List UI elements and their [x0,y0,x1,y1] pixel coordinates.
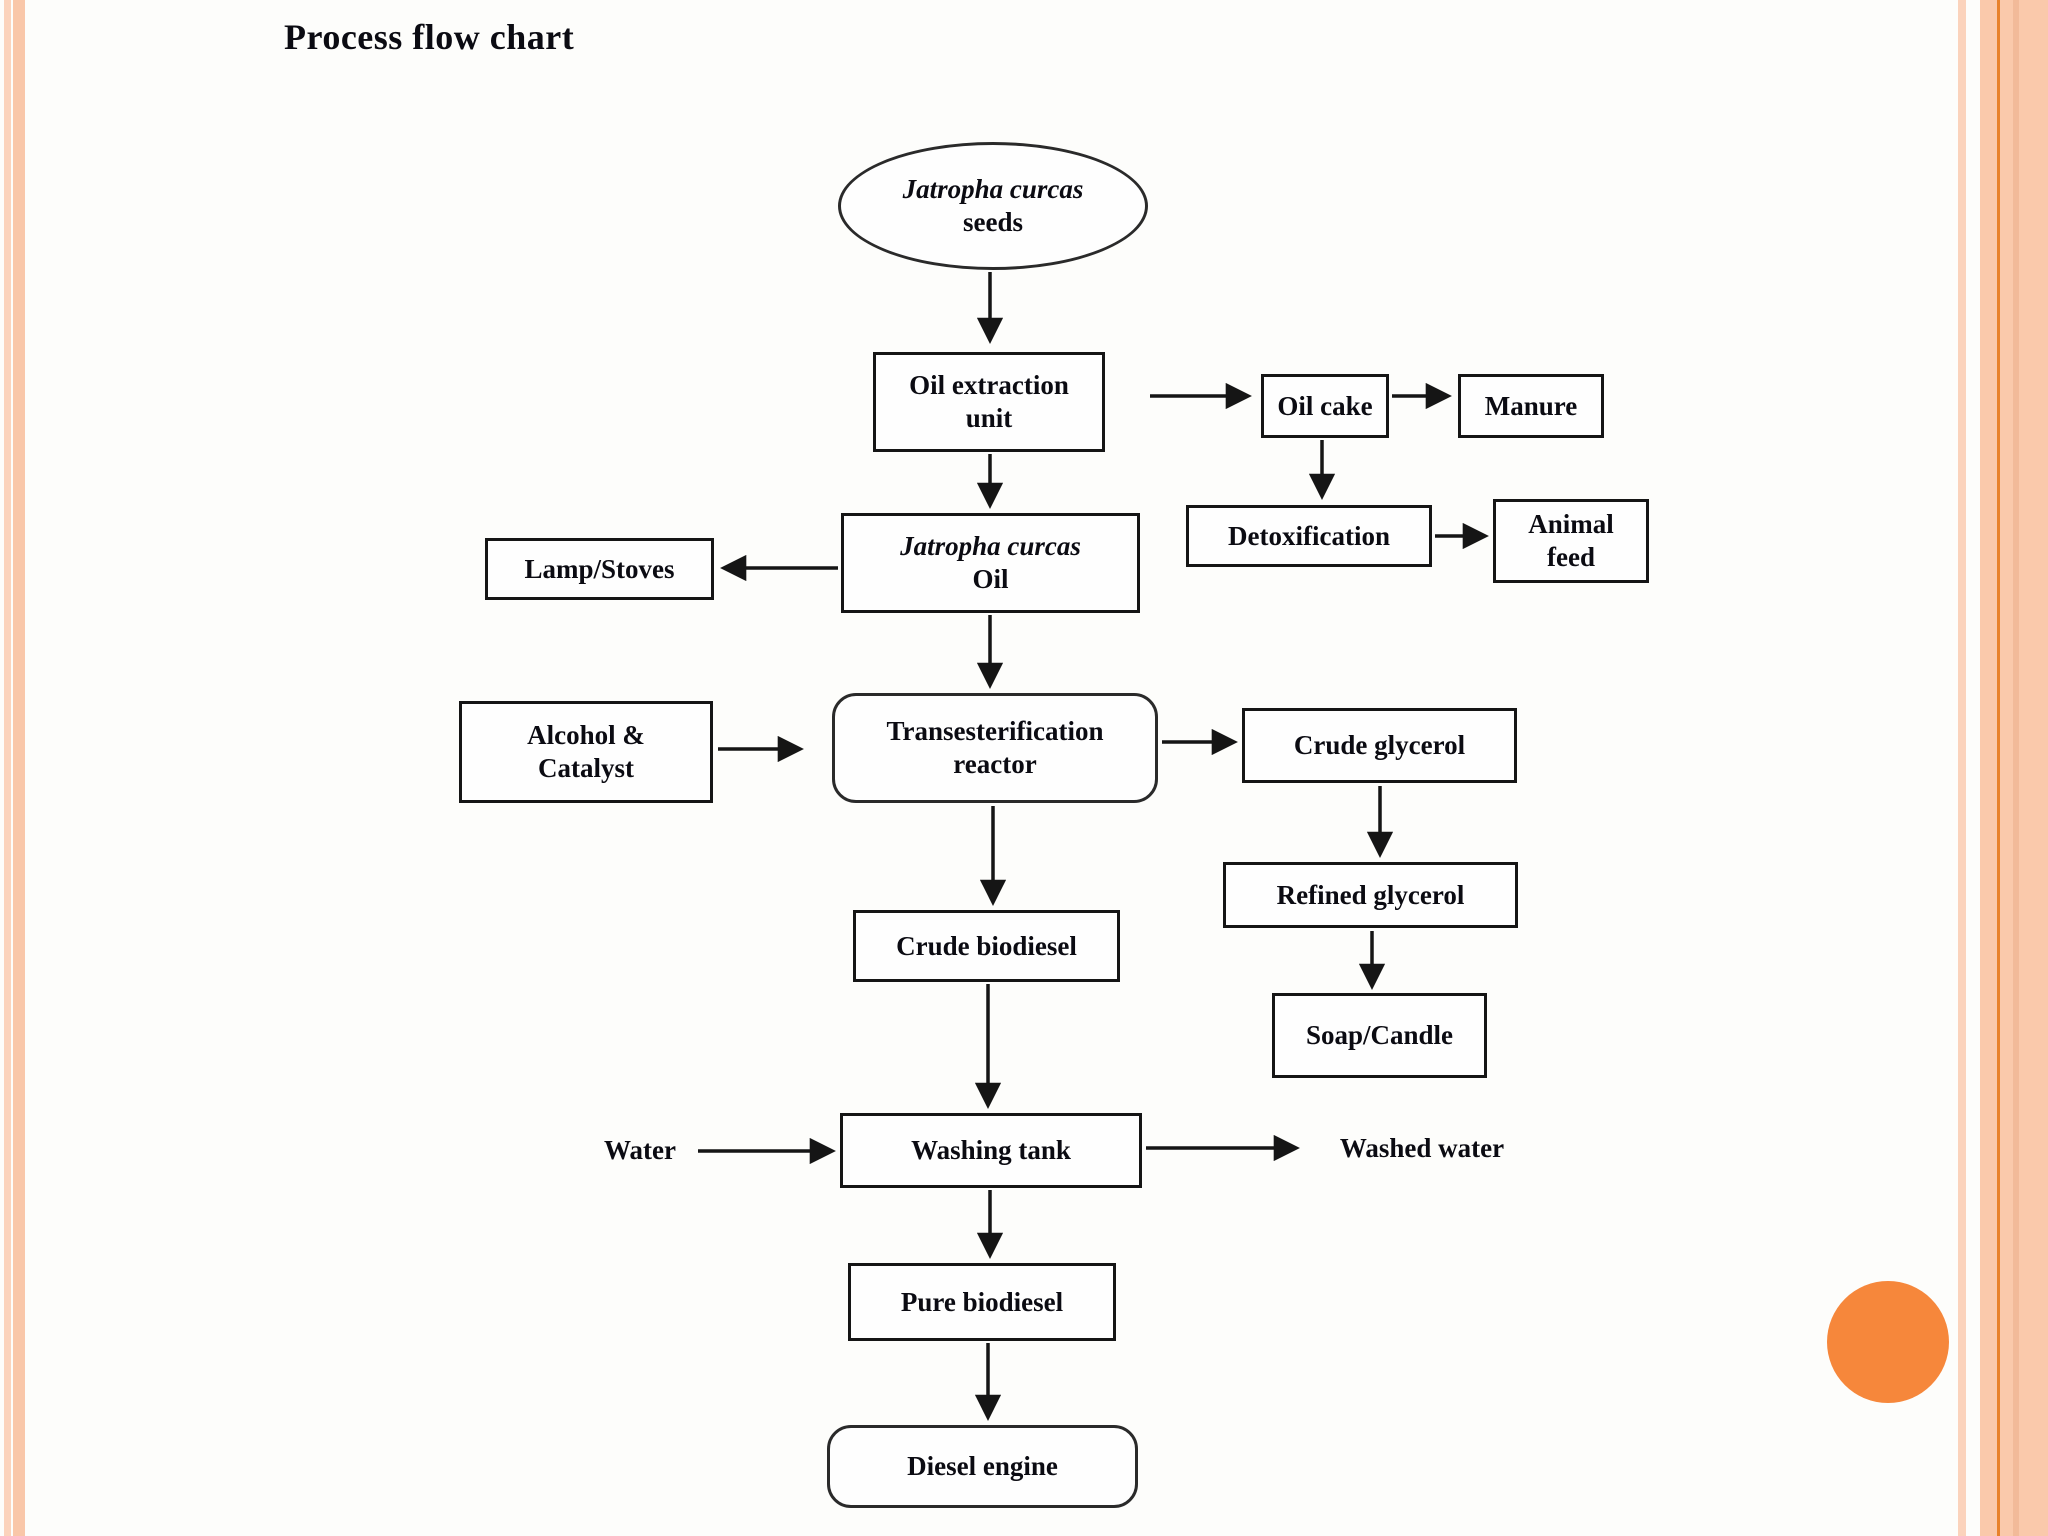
node-transesterification-reactor: Transesterification reactor [832,693,1158,803]
node-jatropha-seeds: Jatropha curcas seeds [838,142,1148,270]
node-crude-biodiesel: Crude biodiesel [853,910,1120,982]
node-jatropha-oil: Jatropha curcas Oil [841,513,1140,613]
node-label: Detoxification [1228,520,1390,551]
right-border-orange-line [1997,0,2000,1536]
node-label: Pure biodiesel [900,1286,1064,1317]
label-water: Water [580,1128,700,1172]
node-label: unit [965,403,1013,433]
node-diesel-engine: Diesel engine [827,1425,1138,1508]
node-manure: Manure [1458,374,1604,438]
node-label: Oil cake [1277,390,1373,421]
node-oil-extraction-unit: Oil extraction unit [873,352,1105,452]
node-label: Diesel engine [907,1451,1058,1482]
right-border-sub-stripe [2013,0,2019,1536]
node-label: Crude biodiesel [896,930,1077,961]
node-label: Crude glycerol [1293,730,1466,761]
node-label: Water [604,1134,676,1165]
left-border-thin-stripe [4,0,11,1536]
node-label: Jatropha curcas [900,531,1081,562]
node-label: reactor [953,749,1037,779]
node-refined-glycerol: Refined glycerol [1223,862,1518,928]
node-oil-cake: Oil cake [1261,374,1389,438]
node-lamp-stoves: Lamp/Stoves [485,538,714,600]
node-label: Alcohol & [527,720,645,751]
node-crude-glycerol: Crude glycerol [1242,708,1517,783]
node-animal-feed: Animal feed [1493,499,1649,583]
node-label: Transesterification [886,716,1104,747]
node-label: Washing tank [911,1135,1071,1166]
left-border-wide-stripe [13,0,25,1536]
node-alcohol-catalyst: Alcohol & Catalyst [459,701,713,803]
node-label: Jatropha curcas [902,174,1084,205]
node-label: Refined glycerol [1276,879,1465,910]
node-detoxification: Detoxification [1186,505,1432,567]
node-label: Manure [1484,390,1578,421]
label-washed-water: Washed water [1314,1126,1530,1170]
node-label: Lamp/Stoves [524,553,675,584]
right-border-thin-stripe [1958,0,1966,1536]
accent-circle [1827,1281,1949,1403]
node-label: seeds [963,207,1023,237]
node-label: Animal [1528,509,1614,540]
node-label: Oil [972,564,1009,594]
node-label: Soap/Candle [1305,1020,1454,1051]
node-label: Catalyst [538,753,634,783]
node-pure-biodiesel: Pure biodiesel [848,1263,1116,1341]
node-washing-tank: Washing tank [840,1113,1142,1188]
node-label: feed [1547,542,1595,572]
page-title: Process flow chart [284,17,575,57]
node-label: Washed water [1339,1132,1505,1163]
node-label: Oil extraction [909,370,1069,401]
node-soap-candle: Soap/Candle [1272,993,1487,1078]
